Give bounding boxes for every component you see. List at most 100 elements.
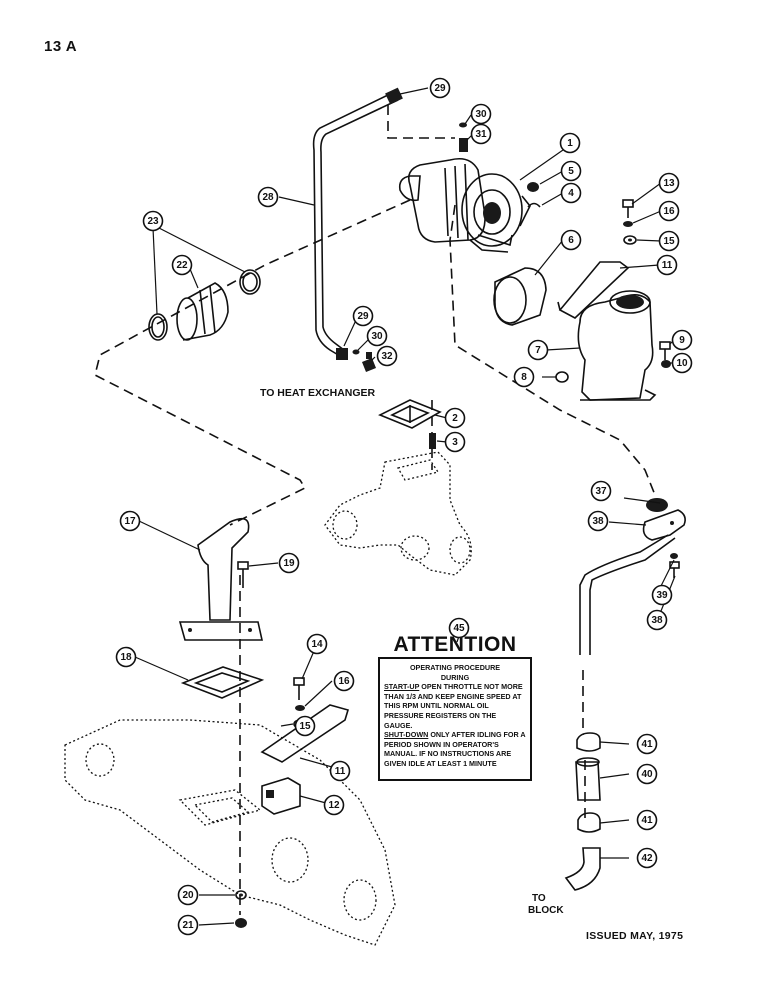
callout-circle xyxy=(323,794,345,816)
drain-tube-part-38 xyxy=(579,509,686,655)
callout-circle xyxy=(646,609,668,631)
callout-18: 18 xyxy=(115,646,137,668)
callout-number: 38 xyxy=(592,516,604,527)
callout-circle xyxy=(294,715,316,737)
callout-circle xyxy=(177,884,199,906)
callout-16: 16 xyxy=(658,200,680,222)
bolt-part-14 xyxy=(293,677,305,700)
callout-19: 19 xyxy=(278,552,300,574)
callout-circle xyxy=(671,352,693,374)
callout-number: 41 xyxy=(641,739,653,750)
callout-circle xyxy=(448,617,470,639)
bolt-part-9 xyxy=(659,341,671,360)
gasket-part-2 xyxy=(378,399,442,429)
callout-circle xyxy=(559,132,581,154)
callout-circle xyxy=(366,325,388,347)
callout-6: 6 xyxy=(560,229,582,251)
callout-number: 31 xyxy=(475,129,487,140)
washer-part-15-right xyxy=(623,235,637,245)
attention-title: ATTENTION xyxy=(393,633,517,656)
callout-number: 9 xyxy=(679,335,685,346)
callout-28: 28 xyxy=(257,186,279,208)
to-block-line1: TO xyxy=(532,893,546,904)
callout-number: 29 xyxy=(434,83,446,94)
callout-16: 16 xyxy=(333,670,355,692)
callout-number: 23 xyxy=(147,216,159,227)
fitting-part-32 xyxy=(362,352,376,372)
callout-37: 37 xyxy=(590,480,612,502)
callout-circle xyxy=(560,182,582,204)
callout-number: 16 xyxy=(663,206,675,217)
gasket-part-18 xyxy=(180,666,265,699)
callout-number: 11 xyxy=(335,766,346,777)
callout-number: 18 xyxy=(120,652,132,663)
callout-number: 7 xyxy=(535,345,541,356)
dashed-connection-lines xyxy=(94,105,656,915)
issued-date: ISSUED MAY, 1975 xyxy=(586,930,684,942)
callout-number: 19 xyxy=(283,558,295,569)
attention-line1: OPERATING PROCEDURE xyxy=(409,663,501,672)
callout-circle xyxy=(636,733,658,755)
callout-30: 30 xyxy=(366,325,388,347)
callout-number: 15 xyxy=(663,236,675,247)
callout-31: 31 xyxy=(470,123,492,145)
callout-3: 3 xyxy=(444,431,466,453)
callout-12: 12 xyxy=(323,794,345,816)
part-callouts: 1234567891011111213141515161617181920212… xyxy=(115,77,693,936)
sleeve-part-6 xyxy=(493,267,547,326)
callout-number: 29 xyxy=(357,311,369,322)
shutdown-text: ONLY AFTER IDLING FOR A PERIOD SHOWN IN … xyxy=(384,730,526,768)
nut-part-5 xyxy=(527,182,539,192)
clamp-part-41-upper xyxy=(576,732,601,752)
callout-number: 17 xyxy=(124,516,136,527)
callout-number: 16 xyxy=(338,676,350,687)
bolt-part-13 xyxy=(622,199,634,218)
oil-tube-part-28 xyxy=(312,92,399,357)
callout-number: 13 xyxy=(663,178,675,189)
to-block-label: TO BLOCK xyxy=(528,893,564,917)
attention-startup: START-UP OPEN THROTTLE NOT MORE THAN 1/3… xyxy=(384,682,526,730)
callout-number: 4 xyxy=(568,188,574,199)
callout-39: 39 xyxy=(651,584,673,606)
callout-38: 38 xyxy=(646,609,668,631)
callout-21: 21 xyxy=(177,914,199,936)
callout-circle xyxy=(429,77,451,99)
attention-line2: DURING xyxy=(440,672,470,682)
callout-circle xyxy=(587,510,609,532)
callout-15: 15 xyxy=(658,230,680,252)
elbow-part-42 xyxy=(564,847,601,891)
callout-number: 1 xyxy=(567,138,573,149)
callout-circle xyxy=(513,366,535,388)
callout-number: 42 xyxy=(641,853,653,864)
bolt-part-19 xyxy=(237,561,249,588)
callout-number: 38 xyxy=(651,615,663,626)
callout-1: 1 xyxy=(559,132,581,154)
callout-41: 41 xyxy=(636,809,658,831)
clamp-part-23-left xyxy=(148,313,168,341)
callout-number: 32 xyxy=(381,351,393,362)
callout-7: 7 xyxy=(527,339,549,361)
callout-4: 4 xyxy=(560,182,582,204)
callout-circle xyxy=(560,229,582,251)
pipe-part-17 xyxy=(178,517,263,641)
callout-circle xyxy=(306,633,328,655)
callout-number: 15 xyxy=(299,721,311,732)
shutdown-heading: SHUT-DOWN xyxy=(384,730,429,740)
callout-circle xyxy=(527,339,549,361)
callout-number: 5 xyxy=(568,166,574,177)
callout-number: 10 xyxy=(676,358,688,369)
washer-part-39 xyxy=(670,553,678,559)
callout-10: 10 xyxy=(671,352,693,374)
callout-41: 41 xyxy=(636,733,658,755)
callout-number: 40 xyxy=(641,769,653,780)
callout-circle xyxy=(119,510,141,532)
callout-circle xyxy=(636,763,658,785)
callout-circle xyxy=(560,160,582,182)
callout-circle xyxy=(257,186,279,208)
callout-number: 22 xyxy=(176,260,188,271)
exhaust-elbow-reference xyxy=(324,451,472,576)
callout-circle xyxy=(636,847,658,869)
attention-notice: OPERATING PROCEDURE DURING START-UP OPEN… xyxy=(378,657,532,781)
callout-circle xyxy=(444,431,466,453)
callout-circle xyxy=(658,200,680,222)
